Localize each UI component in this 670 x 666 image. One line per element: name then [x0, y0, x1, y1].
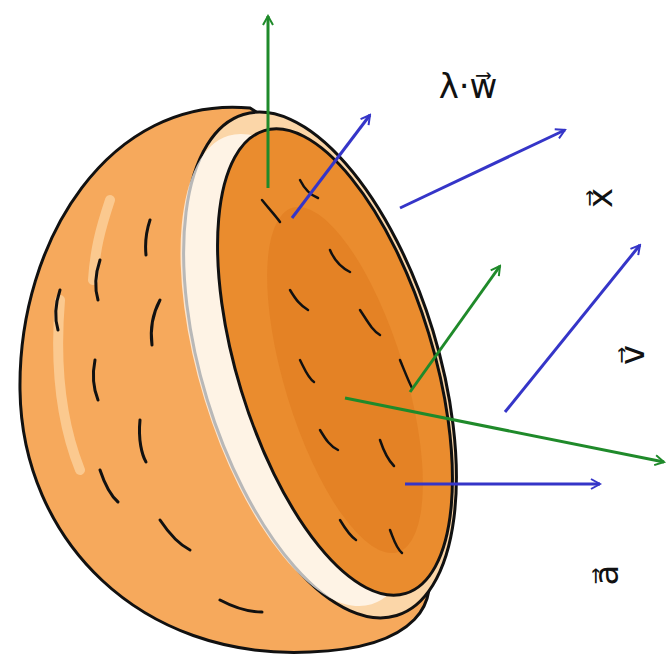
orange-flesh: [171, 102, 500, 622]
vectors: [292, 115, 640, 484]
vector-label: x⃗: [583, 188, 617, 208]
normal-vectors: [268, 16, 664, 462]
vector-label: v⃗: [615, 345, 649, 365]
vector-label: a⃗: [589, 565, 623, 586]
flesh-marks: [262, 180, 412, 553]
rind-rim: [131, 80, 510, 650]
vector-label: λ·w⃗: [439, 69, 498, 103]
